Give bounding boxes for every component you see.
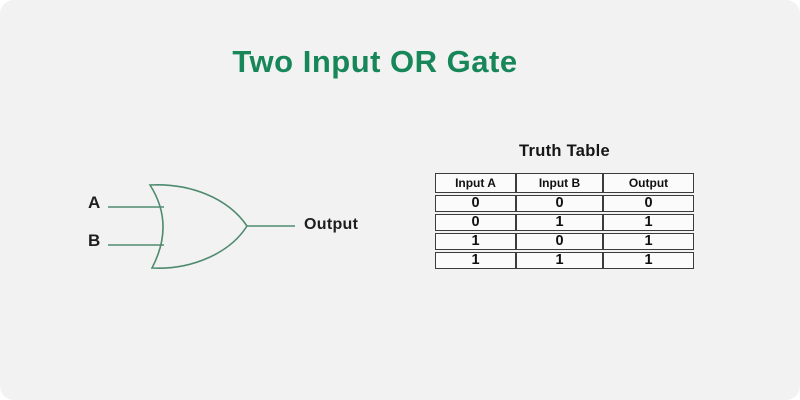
table-cell: 1 <box>603 214 694 231</box>
output-label: Output <box>304 216 359 233</box>
header-output: Output <box>603 173 694 193</box>
table-cell: 0 <box>516 195 603 212</box>
or-gate-shape <box>148 184 248 269</box>
truth-table-section: Truth Table Input A Input B Output 0 0 0… <box>435 142 694 271</box>
header-input-b: Input B <box>516 173 603 193</box>
page-title: Two Input OR Gate <box>232 44 518 79</box>
input-a-label: A <box>88 193 101 212</box>
table-cell: 1 <box>516 214 603 231</box>
table-row: 1 1 1 <box>435 252 694 269</box>
table-cell: 0 <box>435 195 516 212</box>
table-cell: 0 <box>435 214 516 231</box>
table-row: 0 0 0 <box>435 195 694 212</box>
table-cell: 1 <box>435 233 516 250</box>
table-cell: 1 <box>435 252 516 269</box>
table-row: 1 0 1 <box>435 233 694 250</box>
table-cell: 0 <box>603 195 694 212</box>
table-cell: 1 <box>516 252 603 269</box>
table-cell: 0 <box>516 233 603 250</box>
table-cell: 1 <box>603 233 694 250</box>
table-row: 0 1 1 <box>435 214 694 231</box>
truth-table-title: Truth Table <box>519 142 610 160</box>
table-header-row: Input A Input B Output <box>435 173 694 193</box>
header-input-a: Input A <box>435 173 516 193</box>
table-cell: 1 <box>603 252 694 269</box>
input-b-label: B <box>88 231 101 250</box>
truth-table: Input A Input B Output 0 0 0 0 1 1 1 <box>435 171 694 271</box>
or-gate-diagram <box>108 184 295 269</box>
